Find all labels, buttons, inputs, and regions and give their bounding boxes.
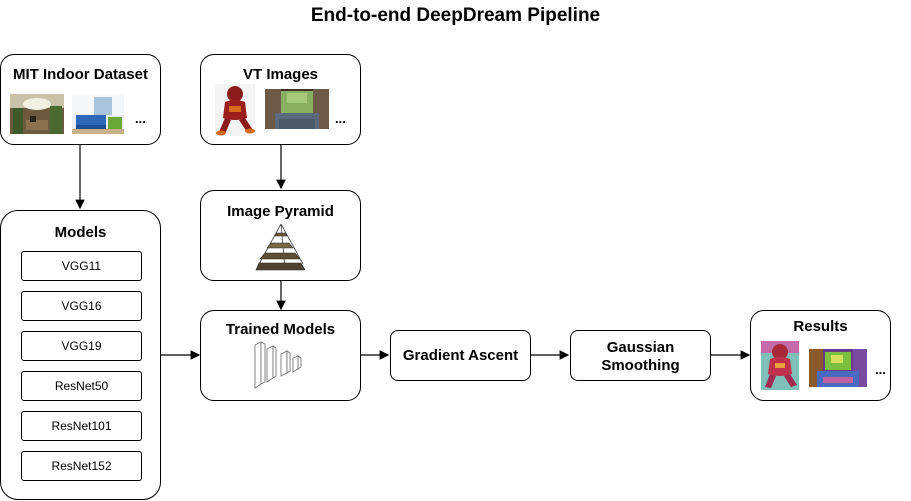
gaussian-smoothing-box: Gaussian Smoothing (570, 330, 711, 381)
model-vgg19: VGG19 (21, 331, 142, 361)
dream-mascot-image (761, 341, 799, 390)
vt-images-box: VT Images ... (200, 54, 361, 145)
diagram-title: End-to-end DeepDream Pipeline (310, 5, 601, 26)
campus-image (265, 89, 329, 129)
trained-models-label: Trained Models (225, 321, 336, 338)
model-resnet101: ResNet101 (21, 411, 142, 441)
models-box: Models VGG11 VGG16 VGG19 ResNet50 ResNet… (0, 210, 161, 500)
models-label: Models (54, 224, 107, 241)
dataset-box: MIT Indoor Dataset ... (0, 54, 161, 145)
results-more: ... (875, 362, 886, 377)
results-label: Results (793, 318, 848, 335)
gradient-ascent-box: Gradient Ascent (390, 330, 531, 381)
model-vgg16: VGG16 (21, 291, 142, 321)
neural-layers-icon (254, 341, 302, 389)
image-pyramid-label: Image Pyramid (227, 203, 334, 220)
trained-models-box: Trained Models (200, 310, 361, 401)
gaussian-smoothing-label: Gaussian Smoothing (601, 339, 680, 374)
dataset-more: ... (135, 111, 146, 126)
results-box: Results ... (750, 310, 891, 401)
image-pyramid-box: Image Pyramid (200, 190, 361, 281)
model-resnet50: ResNet50 (21, 371, 142, 401)
model-vgg11: VGG11 (21, 251, 142, 281)
dream-campus-image (809, 349, 867, 387)
mascot-image (215, 84, 255, 136)
vt-images-label: VT Images (242, 66, 319, 83)
indoor-image-1 (10, 94, 64, 134)
dataset-label: MIT Indoor Dataset (12, 66, 148, 83)
gradient-ascent-label: Gradient Ascent (402, 347, 519, 364)
pyramid-icon (255, 223, 306, 271)
vt-images-more: ... (335, 111, 346, 126)
model-resnet152: ResNet152 (21, 451, 142, 481)
indoor-image-2 (72, 95, 124, 134)
